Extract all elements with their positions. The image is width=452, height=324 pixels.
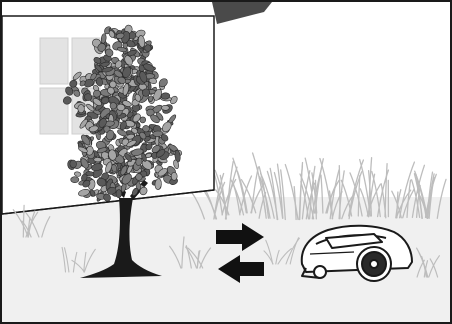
leaf bbox=[161, 93, 170, 100]
leaf bbox=[71, 177, 79, 183]
leaf bbox=[78, 104, 85, 112]
roof-edge bbox=[212, 2, 272, 24]
leaf bbox=[70, 160, 77, 168]
leaf bbox=[171, 172, 177, 180]
leaf bbox=[161, 105, 169, 110]
leaf bbox=[86, 171, 95, 176]
grass-blade bbox=[23, 205, 24, 237]
leaf bbox=[94, 157, 102, 162]
scene-illustration bbox=[2, 2, 450, 322]
leaf bbox=[116, 189, 122, 197]
